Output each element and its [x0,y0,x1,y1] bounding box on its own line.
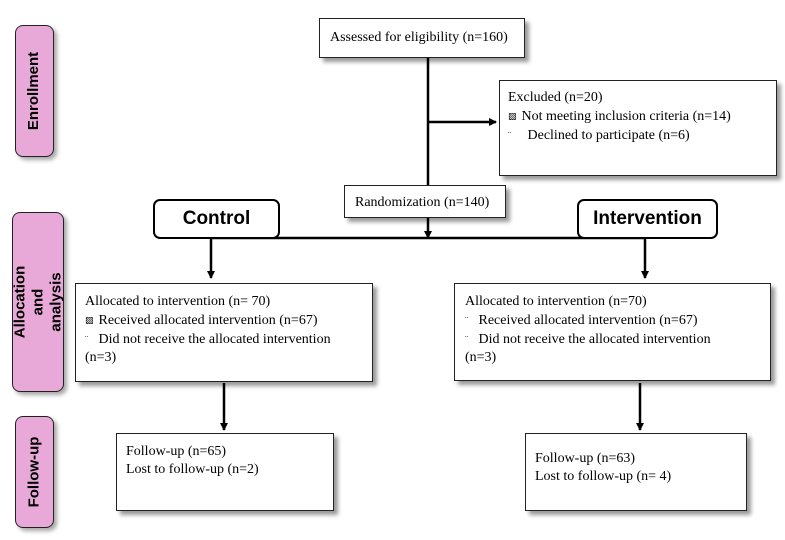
allocation-control-box: Allocated to intervention (n= 70) ▨ Rece… [75,283,373,382]
arm-intervention-label: Intervention [593,208,702,229]
assessed-text: Assessed for eligibility (n=160) [330,30,508,45]
arm-intervention: Intervention [577,199,718,239]
stage-enrollment: Enrollment [15,25,54,157]
stage-enrollment-label: Enrollment [25,51,43,131]
allocation-item: ¨ Did not receive the allocated interven… [85,330,372,349]
allocation-intervention-tail: (n=3) [465,350,497,365]
excluded-item: ¨ Declined to participate (n=6) [508,126,776,145]
followup-intervention-line1: Follow-up (n=63) [535,451,636,466]
allocation-item-text: Did not receive the allocated interventi… [98,332,331,347]
allocation-item-text: Received allocated intervention (n=67) [478,313,698,328]
randomization-box: Randomization (n=140) [344,185,506,218]
allocation-item: ¨ Did not receive the allocated interven… [465,330,770,349]
followup-intervention-box: Follow-up (n=63) Lost to follow-up (n= 4… [525,433,747,511]
bullet-icon: ¨ [508,130,511,140]
allocation-control-title: Allocated to intervention (n= 70) [85,294,271,309]
assessed-box: Assessed for eligibility (n=160) [319,18,525,58]
bullet-icon: ¨ [85,334,88,344]
stage-followup: Follow-up [15,416,54,528]
allocation-intervention-title: Allocated to intervention (n=70) [465,294,647,309]
followup-control-box: Follow-up (n=65) Lost to follow-up (n=2) [116,433,334,511]
allocation-item: ▨ Received allocated intervention (n=67) [85,311,372,330]
excluded-item-text: Not meeting inclusion criteria (n=14) [521,109,731,124]
bullet-icon: ▨ [508,111,517,121]
excluded-title: Excluded (n=20) [508,90,603,105]
randomization-text: Randomization (n=140) [355,195,490,210]
bullet-icon: ¨ [465,315,468,325]
bullet-icon: ▨ [85,315,94,325]
allocation-item-text: Did not receive the allocated interventi… [478,332,711,347]
arm-control: Control [153,199,280,239]
excluded-item: ▨ Not meeting inclusion criteria (n=14) [508,107,776,126]
stage-followup-label: Follow-up [25,436,43,508]
allocation-item-text: Received allocated intervention (n=67) [98,313,318,328]
followup-control-line2: Lost to follow-up (n=2) [126,462,259,477]
excluded-box: Excluded (n=20) ▨ Not meeting inclusion … [499,80,777,176]
allocation-control-tail: (n=3) [85,350,117,365]
stage-allocation-label: Allocation and analysis [12,265,64,339]
followup-control-line1: Follow-up (n=65) [126,444,227,459]
excluded-item-text: Declined to participate (n=6) [527,128,690,143]
arm-control-label: Control [182,208,251,229]
allocation-intervention-box: Allocated to intervention (n=70) ¨ Recei… [454,283,771,381]
followup-intervention-line2: Lost to follow-up (n= 4) [535,469,672,484]
bullet-icon: ¨ [465,334,468,344]
allocation-item: ¨ Received allocated intervention (n=67) [465,311,770,330]
stage-allocation: Allocation and analysis [12,212,64,392]
